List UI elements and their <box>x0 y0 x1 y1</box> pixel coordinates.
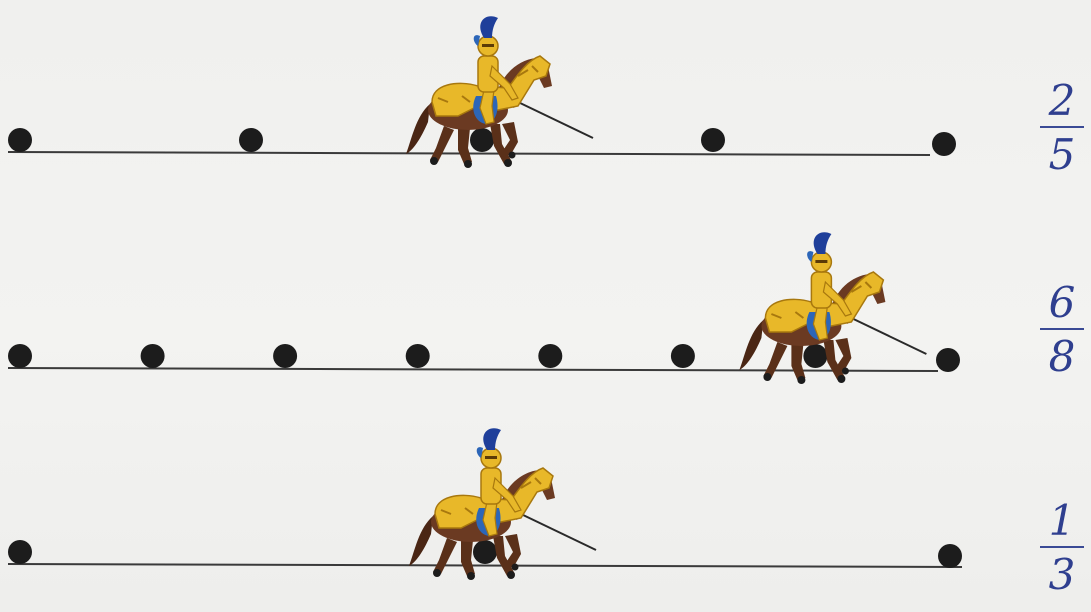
dot-marker-icon <box>8 344 32 368</box>
dot-marker-icon <box>538 344 562 368</box>
dot-marker-icon <box>470 128 494 152</box>
dot-marker-icon <box>273 344 297 368</box>
fraction-denominator: 8 <box>1030 334 1091 380</box>
dot-marker-icon <box>8 540 32 564</box>
fraction-row-2: 6 8 <box>1030 280 1091 380</box>
knight-on-horse-icon <box>739 232 926 384</box>
fraction-bar <box>1040 328 1084 330</box>
dot-marker-icon <box>938 544 962 568</box>
dot-marker-icon <box>8 128 32 152</box>
dot-marker-icon <box>803 344 827 368</box>
fraction-denominator: 5 <box>1030 132 1091 178</box>
dot-marker-icon <box>141 344 165 368</box>
fraction-row-1: 2 5 <box>1030 78 1091 178</box>
number-line-stroke <box>8 564 962 567</box>
number-line-1 <box>8 128 956 156</box>
dot-marker-icon <box>671 344 695 368</box>
dot-marker-icon <box>406 344 430 368</box>
dot-marker-icon <box>936 348 960 372</box>
knight-on-horse-icon <box>406 16 593 168</box>
number-line-2 <box>8 344 960 372</box>
dot-marker-icon <box>932 132 956 156</box>
fraction-bar <box>1040 126 1084 128</box>
fraction-numerator: 2 <box>1030 78 1091 124</box>
number-line-3 <box>8 540 962 568</box>
fraction-numerator: 6 <box>1030 280 1091 326</box>
knight-on-horse-icon <box>409 428 596 580</box>
fraction-bar <box>1040 546 1084 548</box>
fraction-row-3: 1 3 <box>1030 498 1091 598</box>
dot-marker-icon <box>701 128 725 152</box>
dot-marker-icon <box>239 128 263 152</box>
dot-marker-icon <box>473 540 497 564</box>
fraction-numerator: 1 <box>1030 498 1091 544</box>
fraction-denominator: 3 <box>1030 552 1091 598</box>
